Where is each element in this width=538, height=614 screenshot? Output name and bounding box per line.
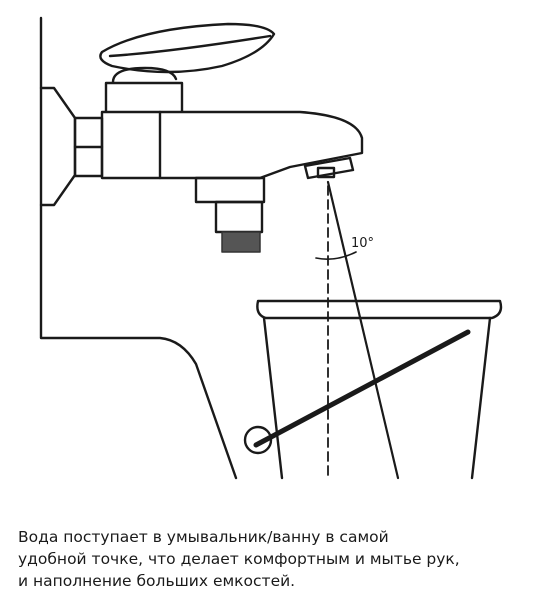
caption: Вода поступает в умывальник/ванну в само… xyxy=(18,526,530,592)
caption-line-2: удобной точке, что делает комфортным и м… xyxy=(18,550,460,568)
faucet-body xyxy=(100,110,364,180)
wall-outline xyxy=(39,16,238,480)
caption-line-1: Вода поступает в умывальник/ванну в само… xyxy=(18,528,389,546)
connector-nut xyxy=(73,116,104,178)
thread xyxy=(221,231,261,253)
bucket xyxy=(243,299,503,480)
diverter-outlet xyxy=(194,176,266,253)
lever-handle xyxy=(99,22,276,113)
faucet-diagram: 10° xyxy=(39,16,503,480)
angle-arc xyxy=(315,251,357,260)
angle-label: 10° xyxy=(351,236,374,251)
aerator xyxy=(303,156,355,180)
caption-line-3: и наполнение больших емкостей. xyxy=(18,572,296,590)
water-stream xyxy=(326,180,400,480)
wall-flange xyxy=(39,86,77,207)
